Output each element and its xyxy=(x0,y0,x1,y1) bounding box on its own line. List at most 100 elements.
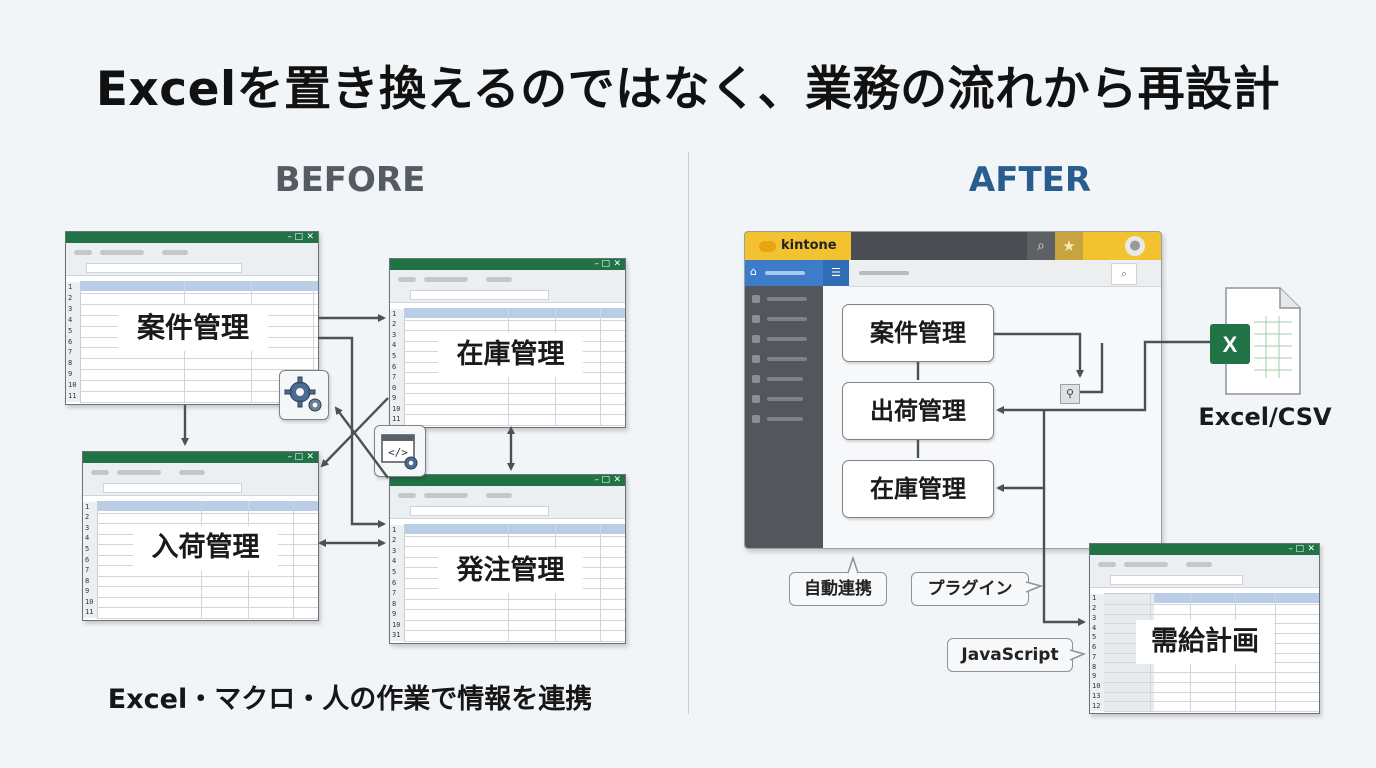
sidebar-item-app[interactable] xyxy=(767,337,807,341)
callout-javascript: JavaScript xyxy=(947,638,1073,672)
maximize-icon[interactable]: □ xyxy=(601,259,610,269)
row-number-column xyxy=(390,309,405,425)
formula-bar[interactable] xyxy=(1110,575,1243,585)
grid-line xyxy=(80,391,318,393)
grid-line xyxy=(404,619,625,621)
maximize-icon[interactable]: □ xyxy=(601,475,610,485)
grid-line xyxy=(404,598,625,600)
grid-line xyxy=(80,303,318,305)
minimize-icon[interactable]: – xyxy=(594,475,600,485)
row-number: 6 xyxy=(392,578,397,587)
minimize-icon[interactable]: – xyxy=(287,452,293,462)
star-icon[interactable]: ★ xyxy=(1055,232,1083,260)
row-number: 4 xyxy=(392,341,397,350)
row-number: 11 xyxy=(68,392,77,401)
ribbon-tab[interactable] xyxy=(424,277,468,282)
row-number: 6 xyxy=(1092,643,1097,652)
toolbar-search-icon[interactable]: ⌕ xyxy=(1111,263,1137,285)
formula-bar[interactable] xyxy=(410,290,549,300)
maximize-icon[interactable]: □ xyxy=(294,232,303,242)
row-number-column xyxy=(390,525,405,641)
ribbon-tab[interactable] xyxy=(486,277,512,282)
grid-line xyxy=(97,618,318,619)
grid-line xyxy=(404,630,625,632)
grid-line xyxy=(1104,681,1319,683)
row-number: 5 xyxy=(1092,633,1097,642)
code-window-icon: </> xyxy=(381,434,418,470)
kintone-logo[interactable]: kintone xyxy=(745,232,851,260)
ribbon-tab[interactable] xyxy=(1124,562,1168,567)
row-number: 5 xyxy=(85,544,90,553)
sidebar-item-home[interactable]: ⌂ xyxy=(745,260,823,286)
ribbon-tab[interactable] xyxy=(74,250,92,255)
grid-line xyxy=(404,535,625,537)
grid-line xyxy=(404,403,625,405)
search-icon[interactable]: ⌕ xyxy=(1027,232,1055,260)
row-number: 31 xyxy=(392,631,401,640)
excel-file-icon: X xyxy=(1208,286,1302,396)
row-number: 9 xyxy=(85,587,90,596)
close-icon[interactable]: ✕ xyxy=(613,259,621,269)
grid-column-line xyxy=(1275,593,1276,711)
kintone-logo-icon xyxy=(759,241,776,252)
close-icon[interactable]: ✕ xyxy=(613,475,621,485)
close-icon[interactable]: ✕ xyxy=(306,232,314,242)
space-icon xyxy=(752,315,760,323)
maximize-icon[interactable]: □ xyxy=(1295,544,1304,554)
row-number: 2 xyxy=(68,293,73,302)
script-box: </> xyxy=(374,425,426,477)
ribbon-tab[interactable] xyxy=(398,277,416,282)
formula-bar[interactable] xyxy=(103,483,242,493)
grid-line xyxy=(80,358,318,360)
minimize-icon[interactable]: – xyxy=(594,259,600,269)
row-number: 4 xyxy=(1092,623,1097,632)
kintone-sidebar: ⌂ xyxy=(745,260,823,548)
row-number: 7 xyxy=(1092,652,1097,661)
sheet-ribbon xyxy=(83,463,318,496)
minimize-icon[interactable]: – xyxy=(287,232,293,242)
sidebar-item-message[interactable] xyxy=(767,377,803,381)
row-number: 10 xyxy=(85,597,94,606)
ribbon-tab[interactable] xyxy=(1186,562,1212,567)
row-number: 9 xyxy=(392,610,397,619)
row-number: 9 xyxy=(68,370,73,379)
arrow-anken-plugin xyxy=(994,332,1084,378)
row-number: 8 xyxy=(392,599,397,608)
ribbon-tab[interactable] xyxy=(162,250,188,255)
user-avatar-icon[interactable]: ● xyxy=(1125,236,1145,256)
ribbon-tab[interactable] xyxy=(91,470,109,475)
sidebar-item-list[interactable] xyxy=(767,357,807,361)
ribbon-tab[interactable] xyxy=(424,493,468,498)
ribbon-tab[interactable] xyxy=(486,493,512,498)
ribbon-tab[interactable] xyxy=(398,493,416,498)
ribbon-tab[interactable] xyxy=(179,470,205,475)
grid-line xyxy=(404,546,625,548)
sidebar-item-space[interactable] xyxy=(767,317,807,321)
formula-bar[interactable] xyxy=(410,506,549,516)
sheet-titlebar xyxy=(390,259,625,270)
callout-auto-pointer xyxy=(847,555,859,574)
row-number: 7 xyxy=(68,348,73,357)
close-icon[interactable]: ✕ xyxy=(306,452,314,462)
ribbon-tab[interactable] xyxy=(117,470,161,475)
ribbon-tab[interactable] xyxy=(1098,562,1116,567)
formula-bar[interactable] xyxy=(86,263,242,273)
sheet-titlebar xyxy=(66,232,318,243)
toolbar-breadcrumb xyxy=(859,271,909,275)
minimize-icon[interactable]: – xyxy=(1288,544,1294,554)
sidebar-item-settings[interactable] xyxy=(767,417,803,421)
grid-line xyxy=(97,575,318,577)
sidebar-item-menu[interactable] xyxy=(767,397,803,401)
maximize-icon[interactable]: □ xyxy=(294,452,303,462)
sidebar-item-people[interactable] xyxy=(767,297,807,301)
close-icon[interactable]: ✕ xyxy=(1307,544,1315,554)
grid-line xyxy=(1104,672,1319,673)
kintone-logo-text: kintone xyxy=(781,238,837,253)
row-number: 3 xyxy=(1092,613,1097,622)
ribbon-tab[interactable] xyxy=(100,250,144,255)
row-number: 3 xyxy=(68,304,73,313)
list-view-icon[interactable]: ☰ xyxy=(823,260,849,286)
